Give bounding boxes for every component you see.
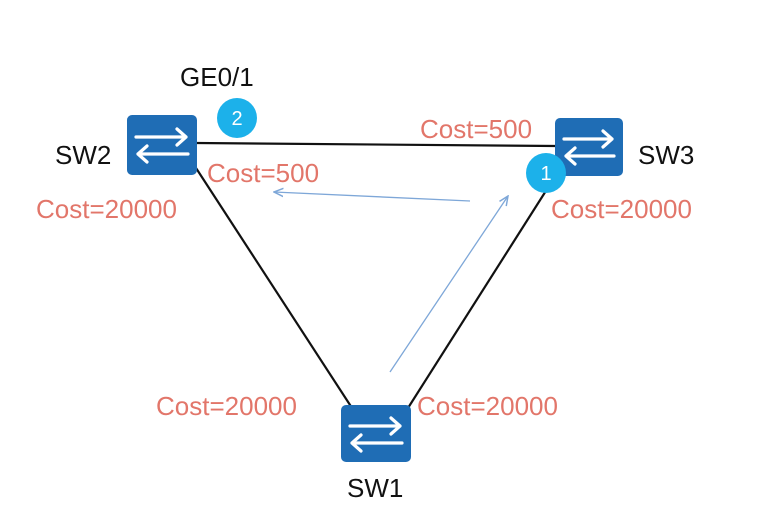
badge-2: 2 bbox=[217, 98, 257, 138]
sw1-switch-icon bbox=[341, 405, 411, 462]
cost-label-sw1-to-sw3: Cost=20000 bbox=[417, 391, 558, 421]
flow-arrow-sw1-to-sw3 bbox=[389, 196, 508, 373]
link-sw2-sw1 bbox=[195, 167, 353, 409]
sw3-switch-icon bbox=[555, 118, 623, 176]
svg-text:2: 2 bbox=[231, 108, 242, 130]
cost-label-sw3-to-sw2: Cost=500 bbox=[420, 114, 533, 144]
cost-label-sw3-to-sw1: Cost=20000 bbox=[551, 194, 692, 224]
sw2-switch-icon bbox=[127, 115, 197, 175]
sw1-label: SW1 bbox=[347, 473, 404, 503]
flow-arrow-sw3-to-sw2 bbox=[274, 192, 471, 202]
cost-label-sw1-to-sw2: Cost=20000 bbox=[156, 391, 297, 421]
cost-label-sw2-to-sw3: Cost=500 bbox=[207, 158, 320, 188]
link-sw3-sw1 bbox=[407, 174, 557, 409]
badge-1: 1 bbox=[526, 153, 566, 193]
sw3-label: SW3 bbox=[638, 140, 695, 170]
cost-label-sw2-to-sw1: Cost=20000 bbox=[36, 194, 177, 224]
svg-text:1: 1 bbox=[540, 163, 551, 185]
port-label-ge0-1: GE0/1 bbox=[180, 62, 254, 92]
sw2-label: SW2 bbox=[55, 140, 112, 170]
link-sw2-sw3 bbox=[195, 141, 557, 148]
